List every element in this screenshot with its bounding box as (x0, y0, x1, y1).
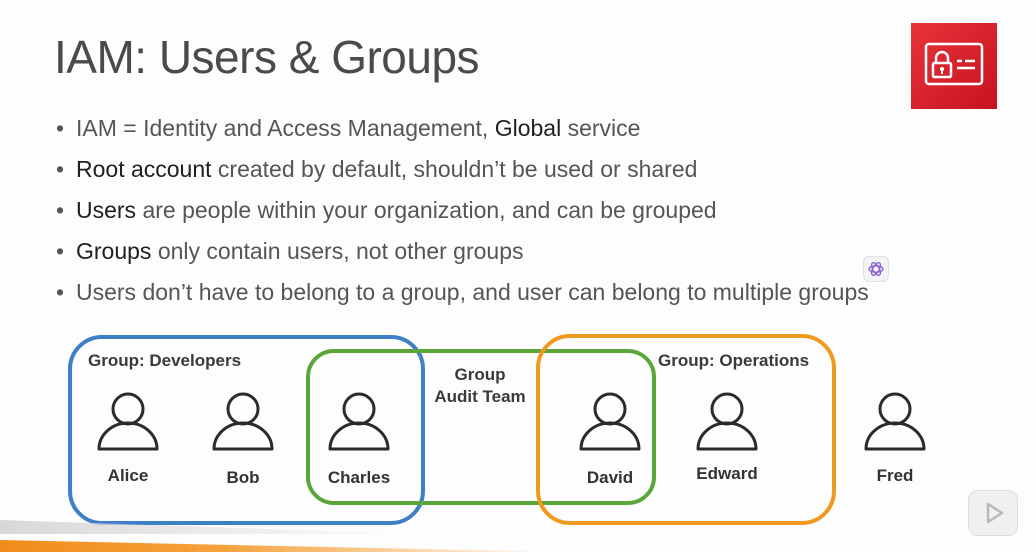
play-button[interactable] (968, 490, 1018, 536)
user-icon (328, 392, 390, 451)
group-audit-team-label: Group Audit Team (430, 364, 530, 408)
user-icon (696, 392, 758, 451)
user-icon (579, 392, 641, 451)
user-david: David (575, 388, 645, 487)
bullet-item: IAM = Identity and Access Management, Gl… (56, 108, 869, 149)
bullet-item: Groups only contain users, not other gro… (56, 231, 869, 272)
bullet-bold-mid: Global (494, 115, 562, 141)
user-icon (212, 392, 274, 451)
user-name: Alice (107, 466, 149, 485)
bullet-text-tail: service (561, 115, 641, 141)
slide-title: IAM: Users & Groups (54, 31, 480, 83)
decorative-stripe-grey (0, 520, 420, 534)
bullet-item: Root account created by default, shouldn… (56, 149, 869, 190)
user-edward: Edward (692, 388, 762, 483)
bullet-text: Users don’t have to belong to a group, a… (76, 279, 869, 305)
group-audit-label-line1: Group (454, 365, 506, 384)
iam-identity-card-icon (911, 23, 997, 109)
decorative-stripe-orange (0, 540, 560, 552)
bullet-text: only contain users, not other groups (151, 238, 524, 264)
bullet-list: IAM = Identity and Access Management, Gl… (56, 108, 869, 313)
user-charles: Charles (324, 388, 394, 487)
play-icon (986, 502, 1004, 524)
bullet-text: IAM = Identity and Access Management, (76, 115, 495, 141)
group-developers-box (68, 335, 425, 525)
ai-assistant-icon[interactable] (863, 256, 889, 282)
bullet-text: are people within your organization, and… (136, 197, 717, 223)
user-name: Charles (327, 468, 391, 487)
group-developers-label: Group: Developers (88, 351, 242, 370)
user-name: David (586, 468, 634, 487)
group-operations-label: Group: Operations (658, 351, 810, 370)
user-name: Bob (226, 468, 260, 487)
user-icon (97, 392, 159, 451)
bullet-text: created by default, shouldn’t be used or… (211, 156, 698, 182)
user-name: Edward (696, 464, 758, 483)
user-bob: Bob (208, 388, 278, 487)
user-name: Fred (876, 466, 914, 485)
user-icon (864, 392, 926, 451)
group-audit-label-line2: Audit Team (434, 387, 526, 406)
bullet-bold-lead: Groups (76, 238, 152, 264)
user-alice: Alice (93, 388, 163, 485)
bullet-item: Users are people within your organizatio… (56, 190, 869, 231)
bullet-bold-lead: Root account (76, 156, 212, 182)
bullet-item: Users don’t have to belong to a group, a… (56, 272, 869, 313)
group-audit-team-box (306, 349, 656, 505)
user-fred: Fred (860, 388, 930, 485)
group-operations-box (536, 334, 836, 525)
bullet-bold-lead: Users (76, 197, 137, 223)
